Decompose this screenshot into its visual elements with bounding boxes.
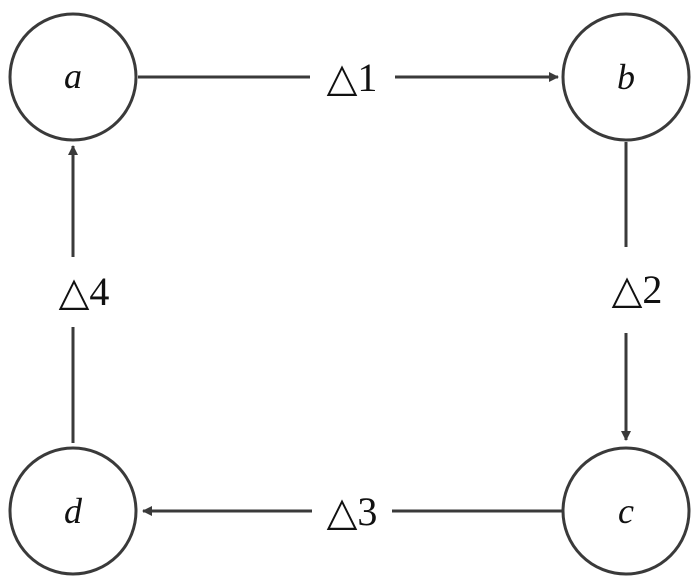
node-b-label: b (617, 57, 635, 97)
edge-b-to-c: △2 (612, 142, 663, 441)
edge-d-to-a: △4 (59, 145, 110, 443)
edge-a-to-b: △1 (138, 55, 559, 100)
node-b: b (561, 12, 691, 142)
node-d-label: d (64, 491, 83, 531)
edge-a-to-b-label: △1 (327, 55, 378, 100)
node-a-label: a (64, 56, 82, 96)
node-c-label: c (618, 491, 634, 531)
edge-b-to-c-label: △2 (612, 267, 663, 312)
edge-c-to-d: △3 (142, 489, 562, 534)
node-d-circle (8, 446, 138, 576)
node-c-circle (561, 446, 691, 576)
node-d: d (8, 446, 138, 576)
node-b-circle (561, 12, 691, 142)
edge-d-to-a-label: △4 (59, 269, 110, 314)
node-c: c (561, 446, 691, 576)
node-a-circle (8, 12, 138, 142)
node-a: a (8, 12, 138, 142)
edge-c-to-d-label: △3 (327, 489, 378, 534)
